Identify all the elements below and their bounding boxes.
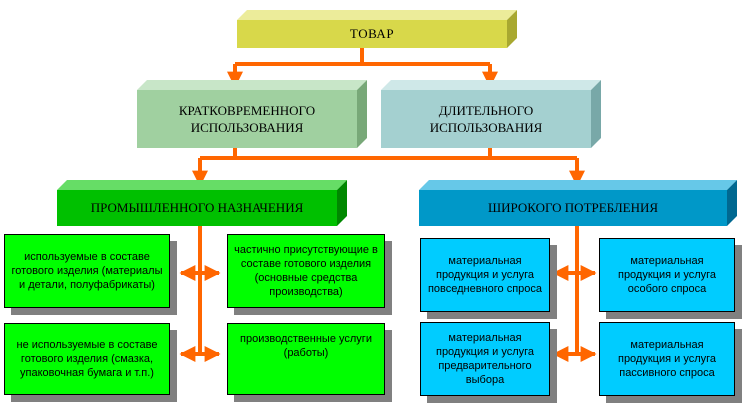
consumer-item-2: материальная продукция и услуга особого … xyxy=(599,238,735,312)
short-term-use-box: КРАТКОВРЕМЕННОГО ИСПОЛЬЗОВАНИЯ xyxy=(137,90,357,148)
root-box-3d-edge xyxy=(237,10,517,48)
long-term-use-box: ДЛИТЕЛЬНОГО ИСПОЛЬЗОВАНИЯ xyxy=(381,90,591,148)
wide-consumption-label: ШИРОКОГО ПОТРЕБЛЕНИЯ xyxy=(487,200,659,215)
short-term-use-label: КРАТКОВРЕМЕННОГО ИСПОЛЬЗОВАНИЯ xyxy=(178,103,316,135)
industrial-item-1: используемые в составе готового изделия … xyxy=(4,234,170,308)
industrial-item-4-text: производственные услуги (работы) xyxy=(240,333,372,359)
consumer-item-4: материальная продукция и услуга пассивно… xyxy=(599,322,735,396)
industrial-item-2-text: частично присутствующие в составе готово… xyxy=(234,244,378,298)
consumer-item-3: материальная продукция и услуга предвари… xyxy=(420,322,550,396)
wide-consumption-box: ШИРОКОГО ПОТРЕБЛЕНИЯ xyxy=(419,190,727,226)
industrial-purpose-label: ПРОМЫШЛЕННОГО НАЗНАЧЕНИЯ xyxy=(90,200,304,215)
industrial-item-2: частично присутствующие в составе готово… xyxy=(227,234,385,308)
short-term-box-3d-edge xyxy=(137,80,367,148)
industrial-item-1-text: используемые в составе готового изделия … xyxy=(11,251,163,291)
industrial-item-3-text: не используемые в составе готового издел… xyxy=(16,339,158,379)
industrial-item-3: не используемые в составе готового издел… xyxy=(4,323,170,395)
root-label: ТОВАР xyxy=(349,26,395,41)
consumer-item-1-text: материальная продукция и услуга повседне… xyxy=(427,255,543,295)
consumer-item-4-text: материальная продукция и услуга пассивно… xyxy=(617,339,717,379)
industrial-purpose-box: ПРОМЫШЛЕННОГО НАЗНАЧЕНИЯ xyxy=(57,190,337,226)
root-box: ТОВАР xyxy=(237,20,507,48)
consumer-item-2-text: материальная продукция и услуга особого … xyxy=(617,255,717,295)
industrial-item-4: производственные услуги (работы) xyxy=(227,323,385,395)
long-term-use-label: ДЛИТЕЛЬНОГО ИСПОЛЬЗОВАНИЯ xyxy=(429,103,543,135)
consumer-item-3-text: материальная продукция и услуга предвари… xyxy=(435,332,535,386)
consumer-item-1: материальная продукция и услуга повседне… xyxy=(420,238,550,312)
